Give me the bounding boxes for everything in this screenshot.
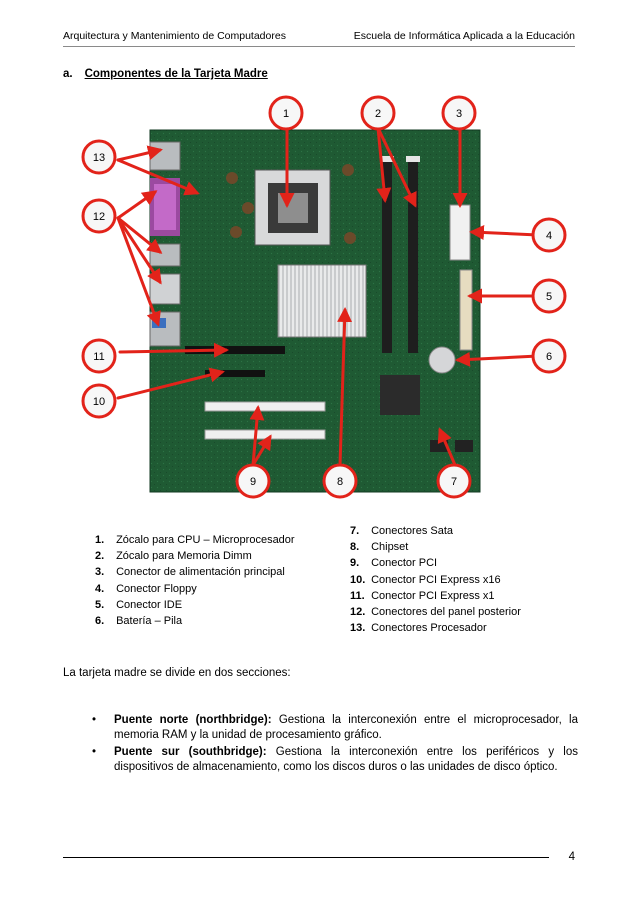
- bullet-list: • Puente norte (northbridge): Gestiona la…: [88, 713, 578, 777]
- callout-badges: 1 2 3 4 5 6 7 8 9 10 11 12 13: [81, 95, 567, 499]
- legend-item: 10. Conector PCI Express x16: [350, 573, 501, 586]
- list-item: • Puente sur (southbridge): Gestiona la i…: [88, 745, 578, 776]
- svg-text:1: 1: [283, 108, 289, 120]
- intro-paragraph: La tarjeta madre se divide en dos seccio…: [63, 667, 291, 679]
- callout-9: 9: [235, 463, 271, 499]
- callout-11: 11: [81, 338, 117, 374]
- running-header-left: Arquitectura y Mantenimiento de Computad…: [63, 30, 286, 42]
- svg-text:3: 3: [456, 108, 462, 120]
- svg-text:4: 4: [546, 230, 552, 242]
- arrow-9b: [251, 434, 272, 467]
- legend-item: 3. Conector de alimentación principal: [95, 566, 285, 579]
- svg-text:11: 11: [93, 351, 104, 363]
- legend-item: 2. Zócalo para Memoria Dimm: [95, 550, 252, 563]
- svg-text:12: 12: [93, 211, 105, 223]
- callout-4: 4: [531, 217, 567, 253]
- callout-3: 3: [441, 95, 477, 131]
- arrow-12b: [116, 216, 163, 254]
- arrow-9a: [249, 405, 265, 467]
- arrow-4: [469, 225, 540, 241]
- arrow-2b: [376, 126, 417, 208]
- arrow-12c: [116, 216, 162, 285]
- arrow-2a: [376, 126, 392, 203]
- legend-item: 4. Conector Floppy: [95, 582, 197, 595]
- bullet-icon: •: [92, 714, 97, 726]
- svg-text:10: 10: [93, 396, 105, 408]
- section-heading: a. Componentes de la Tarjeta Madre: [63, 68, 268, 80]
- section-letter: a.: [63, 68, 73, 80]
- svg-text:6: 6: [546, 351, 552, 363]
- arrow-12d: [116, 216, 161, 327]
- arrow-12a: [116, 190, 158, 220]
- callout-arrows: [116, 126, 540, 467]
- bullet-text: Gestiona la interconexión entre los peri…: [114, 745, 578, 774]
- callout-2: 2: [360, 95, 396, 131]
- svg-text:8: 8: [337, 476, 343, 488]
- section-title: Componentes de la Tarjeta Madre: [84, 68, 268, 80]
- arrow-10: [116, 367, 225, 400]
- legend-item: 1. Zócalo para CPU – Microprocesador: [95, 534, 295, 546]
- arrow-13a: [116, 145, 163, 162]
- arrow-7: [437, 427, 457, 467]
- callout-6: 6: [531, 338, 567, 374]
- bullet-term: Puente sur (southbridge):: [114, 745, 267, 758]
- legend-item: 7. Conectores Sata: [350, 525, 453, 537]
- running-header-right: Escuela de Informática Aplicada a la Edu…: [353, 30, 575, 42]
- legend-item: 12. Conectores del panel posterior: [350, 606, 521, 619]
- arrow-13b: [116, 158, 200, 196]
- callout-1: 1: [268, 95, 304, 131]
- motherboard-image: [149, 129, 481, 493]
- callout-5: 5: [531, 278, 567, 314]
- callout-8: 8: [322, 463, 358, 499]
- legend-left: 1. Zócalo para CPU – Microprocesador 2. …: [95, 532, 295, 629]
- svg-text:5: 5: [546, 291, 552, 303]
- svg-text:7: 7: [451, 476, 457, 488]
- legend-item: 11. Conector PCI Express x1: [350, 589, 495, 602]
- arrow-6: [455, 351, 540, 367]
- legend-item: 8. Chipset: [350, 541, 409, 554]
- legend-item: 13. Conectores Procesador: [350, 622, 487, 635]
- legend-item: 5. Conector IDE: [95, 598, 183, 611]
- bullet-term: Puente norte (northbridge):: [114, 714, 272, 726]
- arrow-11: [118, 342, 229, 358]
- arrow-8: [337, 307, 353, 467]
- callout-12: 12: [81, 198, 117, 234]
- list-item: • Puente norte (northbridge): Gestiona la…: [88, 713, 578, 744]
- svg-text:13: 13: [93, 152, 105, 164]
- header-divider: [63, 46, 575, 47]
- legend-right: 7. Conectores Sata 8. Chipset 9. Conecto…: [350, 523, 521, 636]
- svg-text:9: 9: [250, 476, 256, 488]
- bullet-icon: •: [92, 745, 97, 758]
- legend-item: 6. Batería – Pila: [95, 615, 183, 628]
- callout-13: 13: [81, 139, 117, 175]
- bullet-text: Gestiona la interconexión entre el micro…: [114, 714, 578, 742]
- callout-7: 7: [436, 463, 472, 499]
- legend-item: 9. Conector PCI: [350, 557, 438, 570]
- svg-text:2: 2: [375, 108, 381, 120]
- page-number: 4: [568, 851, 575, 863]
- footer-divider: [63, 857, 549, 858]
- callout-10: 10: [81, 383, 117, 419]
